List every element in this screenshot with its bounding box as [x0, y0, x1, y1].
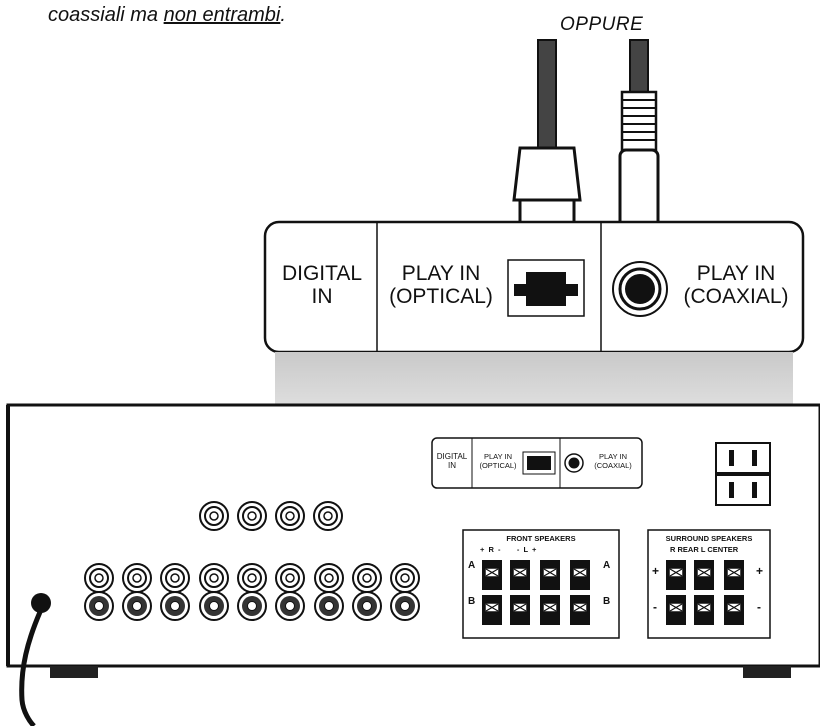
front-row-a-right: A — [603, 560, 611, 571]
instruction-text: coassiali ma non entrambi. — [48, 4, 286, 26]
surround-plus-right: + — [756, 564, 764, 578]
power-cord — [19, 593, 51, 726]
callout-box — [263, 220, 805, 354]
surround-speakers-block — [647, 529, 771, 639]
front-speakers-title: FRONT SPEAKERS — [506, 534, 576, 543]
coaxial-plug-ridges — [620, 90, 658, 152]
rca-jacks-bottom-row — [84, 591, 420, 621]
front-speakers-polarity: + R - - L + — [480, 545, 538, 554]
digital-in-panel — [431, 437, 643, 489]
surround-minus-right: - — [757, 600, 761, 614]
ac-outlet-top — [715, 442, 771, 474]
oppure-label: OPPURE — [560, 14, 644, 35]
front-row-b-left: B — [468, 596, 476, 607]
front-speakers-block — [462, 529, 620, 639]
callout-coaxial-label: PLAY IN(COAXIAL) — [683, 262, 789, 308]
surround-speakers-title: SURROUND SPEAKERS — [665, 534, 753, 543]
surround-speakers-subrow: R REAR L CENTER — [670, 545, 739, 554]
front-row-b-right: B — [603, 596, 611, 607]
ac-outlet-bottom — [715, 474, 771, 506]
rca-jacks-middle-row — [84, 563, 420, 593]
callout-optical-label: PLAY IN(OPTICAL) — [389, 262, 493, 308]
panel-coaxial-label: PLAY IN(COAXIAL) — [594, 452, 632, 470]
surround-minus-left: - — [653, 600, 657, 614]
panel-optical-label: PLAY IN(OPTICAL) — [479, 452, 517, 470]
surround-plus-left: + — [652, 564, 660, 578]
front-row-a-left: A — [468, 560, 476, 571]
